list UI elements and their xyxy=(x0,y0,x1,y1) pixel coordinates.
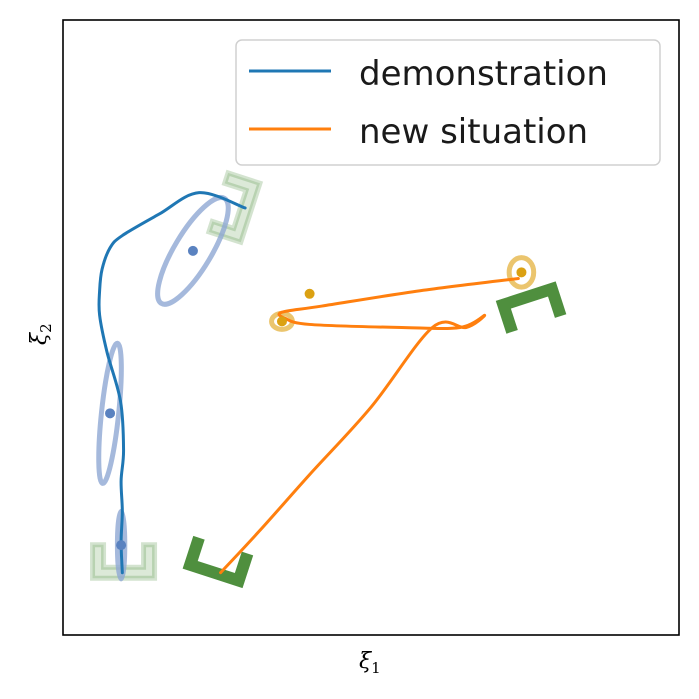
waypoint-0 xyxy=(116,540,127,551)
waypoint-4 xyxy=(304,288,315,299)
waypoint-1 xyxy=(105,408,116,419)
svg-text:ξ2: ξ2 xyxy=(27,323,55,345)
frame-demonstration-end xyxy=(205,169,264,246)
y-axis-label: ξ2 xyxy=(27,323,55,345)
waypoint-2 xyxy=(187,245,198,256)
x-axis-label: ξ1 xyxy=(359,649,381,677)
covariance-ellipse-5 xyxy=(506,255,537,290)
frame-demonstration-start xyxy=(90,542,158,581)
frame-new-end xyxy=(495,281,567,334)
frame-fill-demonstration-end xyxy=(208,172,260,243)
frame-fill-demonstration-start xyxy=(92,544,155,579)
legend: demonstration new situation xyxy=(235,39,661,166)
legend-label-new-situation: new situation xyxy=(359,112,588,152)
trajectory-new-situation xyxy=(219,276,520,575)
legend-box xyxy=(235,39,661,166)
plot-area xyxy=(90,169,567,589)
trajectory-demonstration xyxy=(97,191,247,575)
waypoint-5 xyxy=(516,267,527,278)
axes-frame xyxy=(62,19,680,636)
waypoint-3 xyxy=(276,316,287,327)
frame-new-start xyxy=(182,535,254,589)
legend-label-demonstration: demonstration xyxy=(359,54,608,94)
covariance-ellipse-1 xyxy=(96,340,124,486)
